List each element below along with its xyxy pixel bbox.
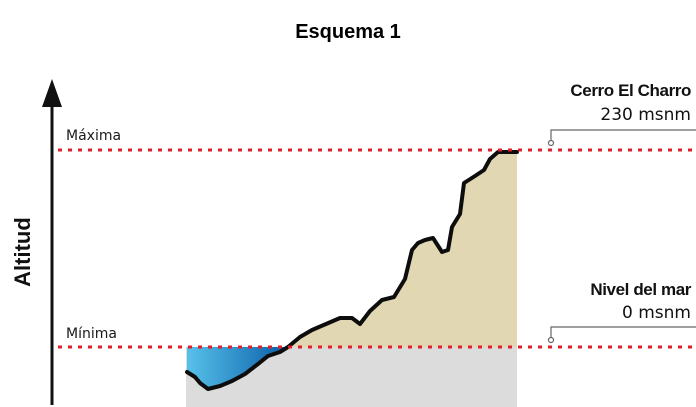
diagram-title: Esquema 1 (295, 21, 401, 43)
axis-label: Altitud (10, 217, 35, 287)
peak-altitude: 230 msnm (600, 105, 691, 125)
sea-water (187, 347, 288, 389)
terrain-profile-line (185, 150, 519, 391)
minimum-label: Mínima (66, 326, 117, 342)
sea-level-callout-line (550, 326, 696, 338)
maximum-label: Máxima (66, 128, 121, 144)
hill-land (288, 152, 517, 347)
peak-callout-dot (547, 139, 555, 147)
peak-name: Cerro El Charro (570, 81, 691, 100)
peak-callout-line (550, 129, 696, 141)
sea-level-callout-dot (547, 336, 555, 344)
sea-level-name: Nivel del mar (590, 280, 691, 299)
sea-level-altitude: 0 msnm (622, 303, 691, 323)
axis-arrow-icon (42, 79, 62, 107)
